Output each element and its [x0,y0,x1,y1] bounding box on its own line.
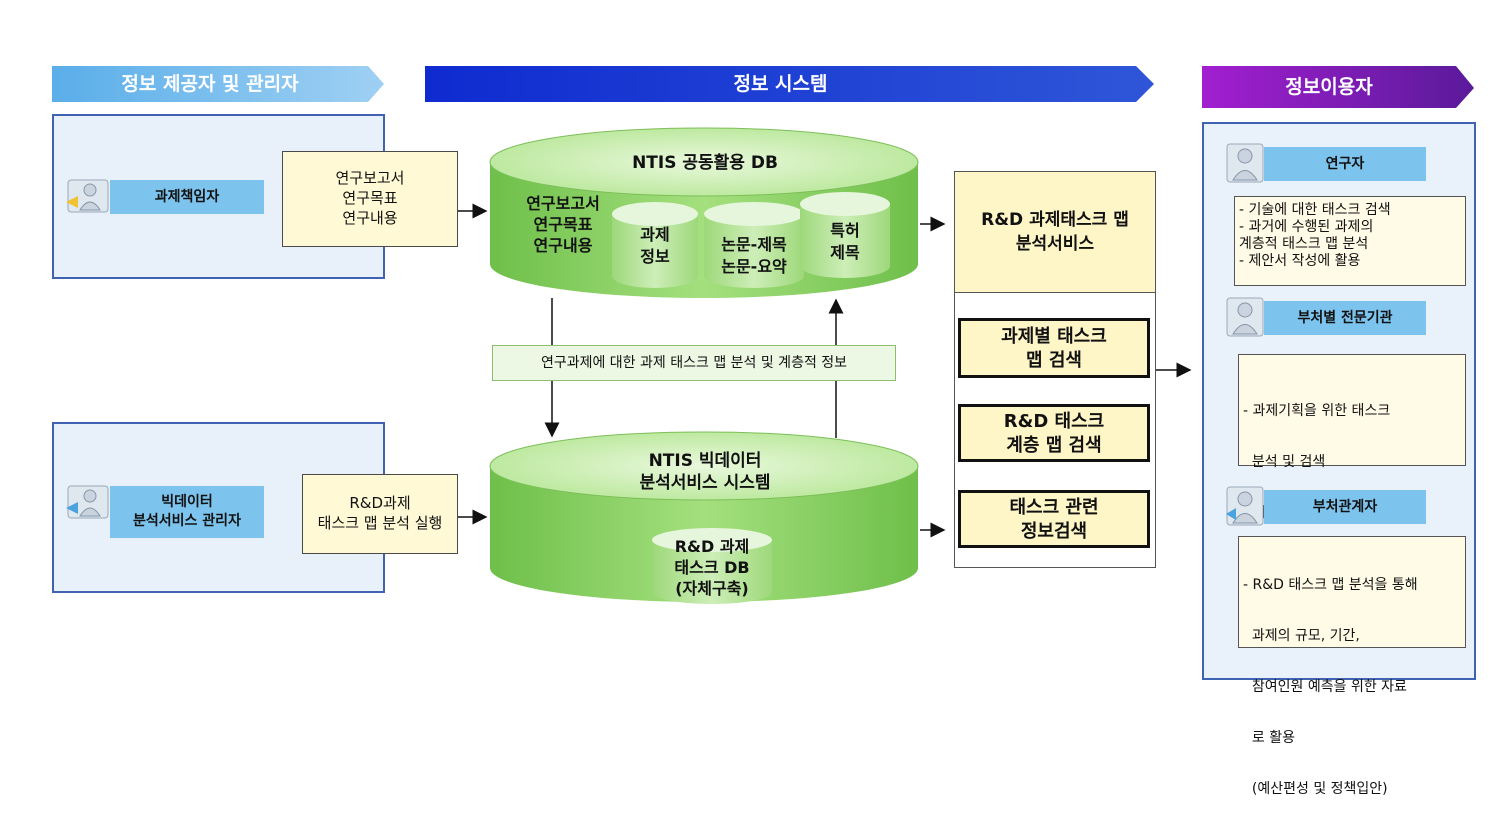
desc-line: - 과거에 수행된 과제의 [1239,219,1374,235]
db-project-info: 과제 정보 [612,224,698,268]
person-icon [64,484,110,520]
desc-line: - 제안서 작성에 활용 [1239,253,1361,269]
db-top-cylinder [489,127,919,298]
desc-line: 계층적 태스크 맵 분석 [1239,236,1369,252]
user-agency-desc: - 과제기획을 위한 태스크 분석 및 검색 - 태스크와 관계된 연구자 검색 [1238,354,1466,572]
service-item-line: 태스크 관련 [1009,497,1099,518]
desc-line: 로 활용 [1243,730,1295,746]
db-bottom-title-line: 분석서비스 시스템 [639,473,771,493]
db-bottom-title-line: NTIS 빅데이터 [648,451,762,471]
banner-providers-shape [52,66,384,102]
service-header-line: R&D 과제태스크 맵 [981,210,1129,230]
db-project-line: 정보 [640,247,670,266]
db-patent-line: 특허 [830,221,860,240]
middle-label: 연구과제에 대한 과제 태스크 맵 분석 및 계층적 정보 [492,345,896,381]
user-ministry-label: 부처관계자 [1264,490,1426,524]
db-task-line: R&D 과제 [674,537,750,556]
banner-users-shape [1202,66,1474,108]
analysis-run-line: 태스크 맵 분석 실행 [317,514,443,532]
service-item-line: 정보검색 [1020,521,1088,542]
user-researcher-desc: - 기술에 대한 태스크 검색 - 과거에 수행된 과제의 계층적 태스크 맵 … [1234,196,1466,286]
service-item: R&D 태스크 계층 맵 검색 [958,404,1150,462]
desc-line: (예산편성 및 정책입안) [1243,781,1388,797]
user-ministry-desc: - R&D 태스크 맵 분석을 통해 과제의 규모, 기간, 참여인원 예측을 … [1238,536,1466,797]
db-bottom-cylinder [489,431,919,604]
person-icon [1226,297,1264,337]
desc-line: - R&D 태스크 맵 분석을 통해 [1243,577,1418,593]
desc-line: - 과제기획을 위한 태스크 [1243,403,1391,419]
banner-system: 정보 시스템 [733,73,828,95]
db-top-doc-line: 연구목표 [533,215,593,234]
banner-system-shape [425,66,1154,102]
db-paper-line: 논문-제목 [721,235,787,254]
banner-providers: 정보 제공자 및 관리자 [121,73,299,95]
service-item-line: 계층 맵 검색 [1006,435,1102,456]
db-patent-line: 제목 [830,243,860,262]
diagram-graphics [52,66,1474,604]
service-item: 과제별 태스크 맵 검색 [958,318,1150,378]
db-task: R&D 과제 태스크 DB (자체구축) [652,536,772,599]
role-project-leader: 과제책임자 [110,180,264,214]
db-top-doc-line: 연구보고서 [526,194,600,213]
db-bottom-title: NTIS 빅데이터 분석서비스 시스템 [560,450,850,494]
db-task-line: (자체구축) [675,579,749,598]
role-line: 빅데이터 [161,494,213,510]
role-bigdata-admin: 빅데이터 분석서비스 관리자 [110,486,264,538]
input-doc-line: 연구내용 [342,209,398,227]
analysis-run-line: R&D과제 [349,494,411,512]
input-docs-box: 연구보고서 연구목표 연구내용 [282,151,458,247]
service-item-line: 과제별 태스크 [1001,326,1107,347]
db-project-line: 과제 [640,225,670,244]
person-icon [1226,143,1264,183]
db-top-title: NTIS 공동활용 DB [632,153,778,173]
desc-line: 분석 및 검색 [1243,454,1326,470]
role-line: 분석서비스 관리자 [133,513,241,529]
desc-line: 참여인원 예측을 위한 자료 [1243,679,1407,695]
user-researcher-label: 연구자 [1264,147,1426,181]
db-paper: 논문-제목 논문-요약 [702,234,806,278]
person-icon [64,178,110,214]
db-paper-line: 논문-요약 [721,257,787,276]
db-top-docs: 연구보고서 연구목표 연구내용 [508,193,618,256]
desc-line: - 기술에 대한 태스크 검색 [1239,202,1391,218]
person-icon [1226,486,1264,526]
service-item-line: 맵 검색 [1026,350,1082,371]
banner-users: 정보이용자 [1285,76,1373,98]
db-task-line: 태스크 DB [674,558,750,577]
service-header-line: 분석서비스 [1015,234,1095,254]
db-top-doc-line: 연구내용 [533,236,593,255]
user-agency-label: 부처별 전문기관 [1264,301,1426,335]
service-item-line: R&D 태스크 [1003,411,1105,432]
analysis-run-box: R&D과제 태스크 맵 분석 실행 [302,474,458,554]
input-doc-line: 연구보고서 [335,169,405,187]
input-doc-line: 연구목표 [342,189,398,207]
db-patent: 특허 제목 [800,220,890,264]
service-item: 태스크 관련 정보검색 [958,490,1150,548]
desc-line: 과제의 규모, 기간, [1243,628,1360,644]
service-header: R&D 과제태스크 맵 분석서비스 [954,171,1156,293]
